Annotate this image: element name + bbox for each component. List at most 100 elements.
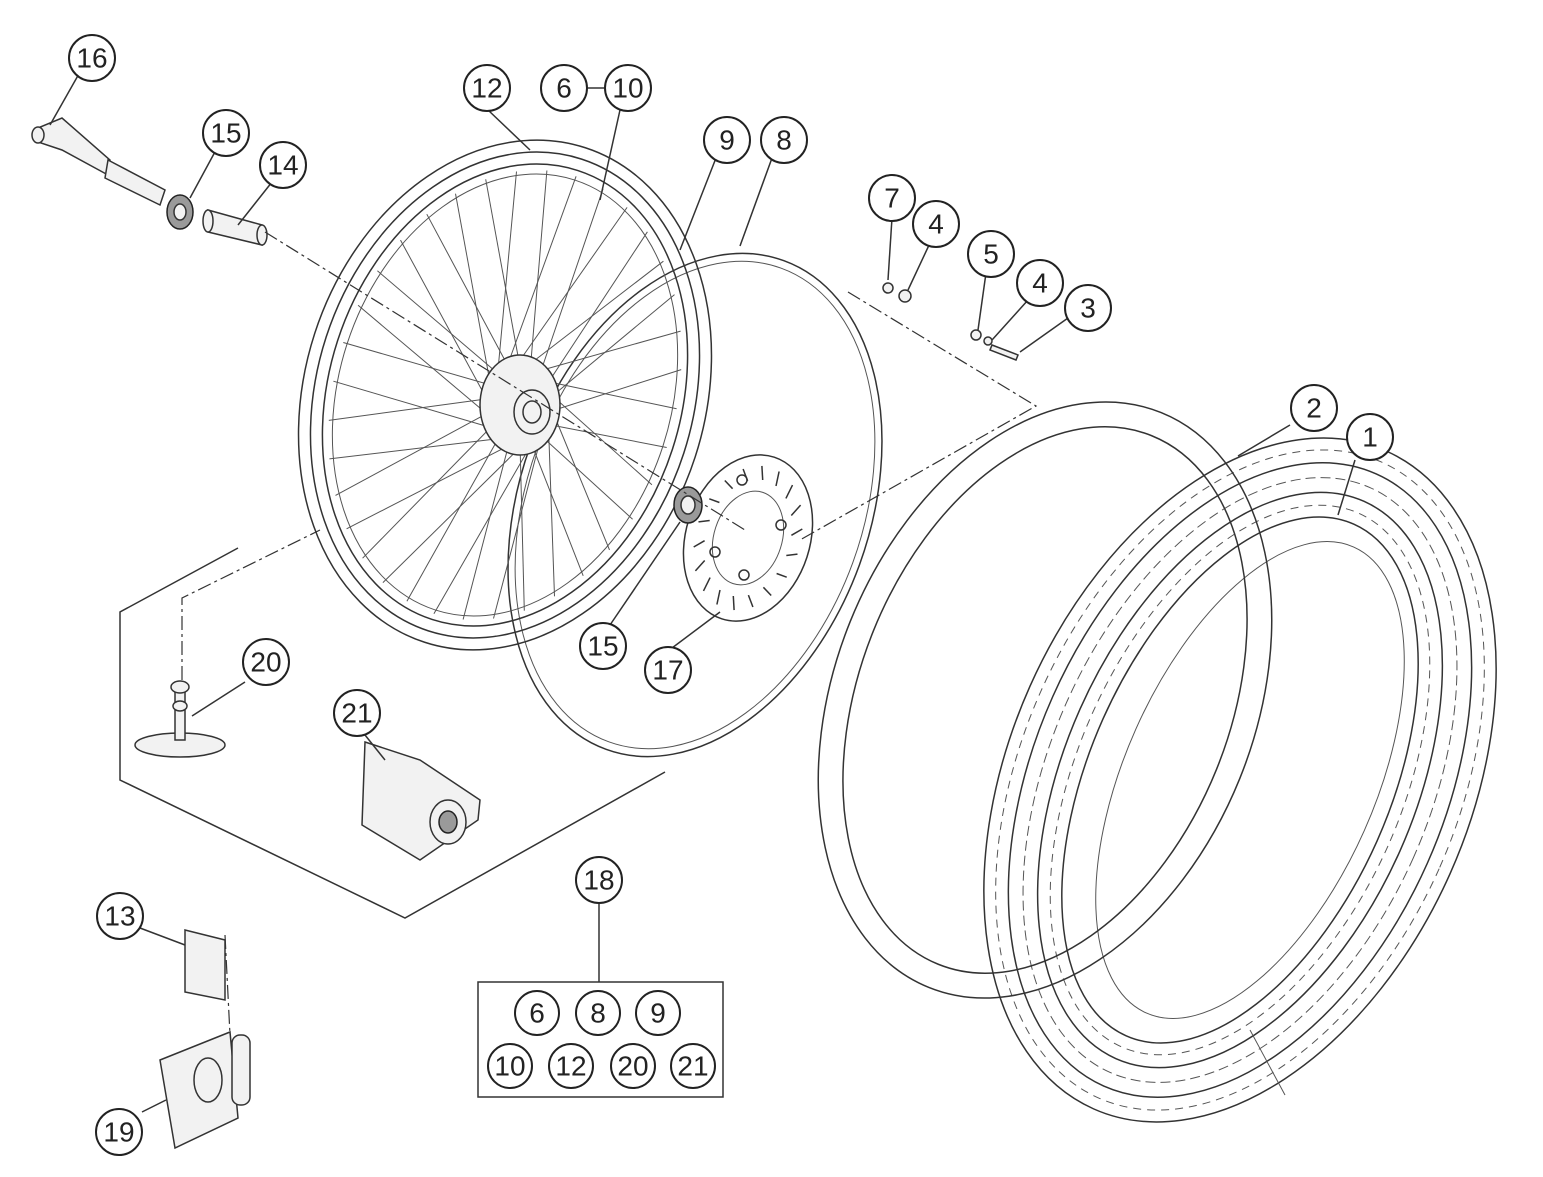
disc-slot [790,504,802,516]
spoke [514,207,628,368]
wheel-bearing-right [673,486,703,524]
kit-item-21: 21 [670,1043,716,1089]
disc-slot [724,479,734,490]
spoke [455,193,493,393]
callout-21: 21 [333,689,381,737]
callout-12: 12 [463,64,511,112]
callout-20: 20 [242,638,290,686]
svg-text:13: 13 [104,901,135,932]
svg-text:6: 6 [529,998,545,1029]
spoke [519,442,525,611]
callout-17: 17 [644,646,692,694]
spoke [549,294,675,399]
callout-19: 19 [95,1108,143,1156]
spoke [496,171,517,381]
callout-4-left: 4 [912,200,960,248]
disc-slot [693,540,705,548]
kit-18-box [477,902,724,1098]
svg-text:1: 1 [1362,422,1378,453]
wheel-spacer [202,209,268,246]
assembly-lines [119,231,1038,1036]
svg-text:21: 21 [341,698,372,729]
svg-text:16: 16 [76,43,107,74]
spoke [545,423,667,448]
spoke [547,417,555,597]
svg-text:20: 20 [617,1051,648,1082]
spoke [333,380,498,430]
spoke [328,397,491,421]
disc-slot [776,572,787,578]
spoke [335,411,491,496]
disc-slot [791,528,803,536]
svg-text:19: 19 [103,1117,134,1148]
kit-item-10: 10 [487,1043,533,1089]
kit-item-12: 12 [548,1043,594,1089]
svg-text:5: 5 [983,239,999,270]
wheel-bearing-left [166,194,194,230]
callout-1: 1 [1346,413,1394,461]
spoke [362,423,495,559]
disc-slot [709,498,720,504]
disc-slot [742,468,749,482]
callout-10: 10 [604,64,652,112]
kit-item-20: 20 [610,1043,656,1089]
kit-item-8: 8 [575,990,621,1036]
disc-slot [762,586,772,597]
spoke [538,188,604,377]
disc-slot [694,560,706,572]
disc-slot [761,465,764,481]
disc-slot [786,553,798,557]
disc-slot [698,519,710,523]
svg-text:18: 18 [583,865,614,896]
disc-slot [716,589,721,605]
spoke [357,304,493,419]
callout-6: 6 [540,64,588,112]
spoke [426,213,511,370]
callout-14: 14 [259,141,307,189]
spoke [485,179,521,368]
svg-text:15: 15 [210,118,241,149]
spoke [493,429,544,619]
callout-5: 5 [967,230,1015,278]
svg-text:4: 4 [928,209,944,240]
spoke [529,170,548,370]
callout-18: 18 [575,856,623,904]
svg-text:9: 9 [719,125,735,156]
spoke [529,440,584,576]
disc-slot [702,577,711,592]
callout-8: 8 [760,116,808,164]
callout-9: 9 [703,116,751,164]
spoke [549,404,610,551]
brake-disc [682,454,814,622]
spoke [329,437,506,460]
callout-3: 3 [1064,284,1112,332]
svg-text:6: 6 [556,73,572,104]
spoked-wheel [297,139,713,651]
svg-text:21: 21 [677,1051,708,1082]
rim-lock-valve [134,680,226,758]
svg-text:10: 10 [494,1051,525,1082]
spoke [433,437,536,614]
svg-text:4: 4 [1032,268,1048,299]
spoke [545,231,648,387]
kit-item-9: 9 [635,990,681,1036]
svg-text:8: 8 [776,125,792,156]
svg-text:2: 2 [1306,393,1322,424]
disc-slot [785,484,794,499]
disc-bolt-set [882,282,1019,361]
svg-text:14: 14 [267,150,298,181]
callout-7: 7 [868,174,916,222]
spoke [343,342,495,387]
svg-text:20: 20 [250,647,281,678]
svg-text:7: 7 [884,183,900,214]
inner-tube [817,401,1273,999]
svg-text:17: 17 [652,655,683,686]
svg-text:12: 12 [555,1051,586,1082]
repair-patch [184,929,226,1001]
svg-text:10: 10 [612,73,643,104]
svg-text:3: 3 [1080,293,1096,324]
callout-4-right: 4 [1016,259,1064,307]
spoke [549,369,682,413]
spoke [524,260,664,368]
